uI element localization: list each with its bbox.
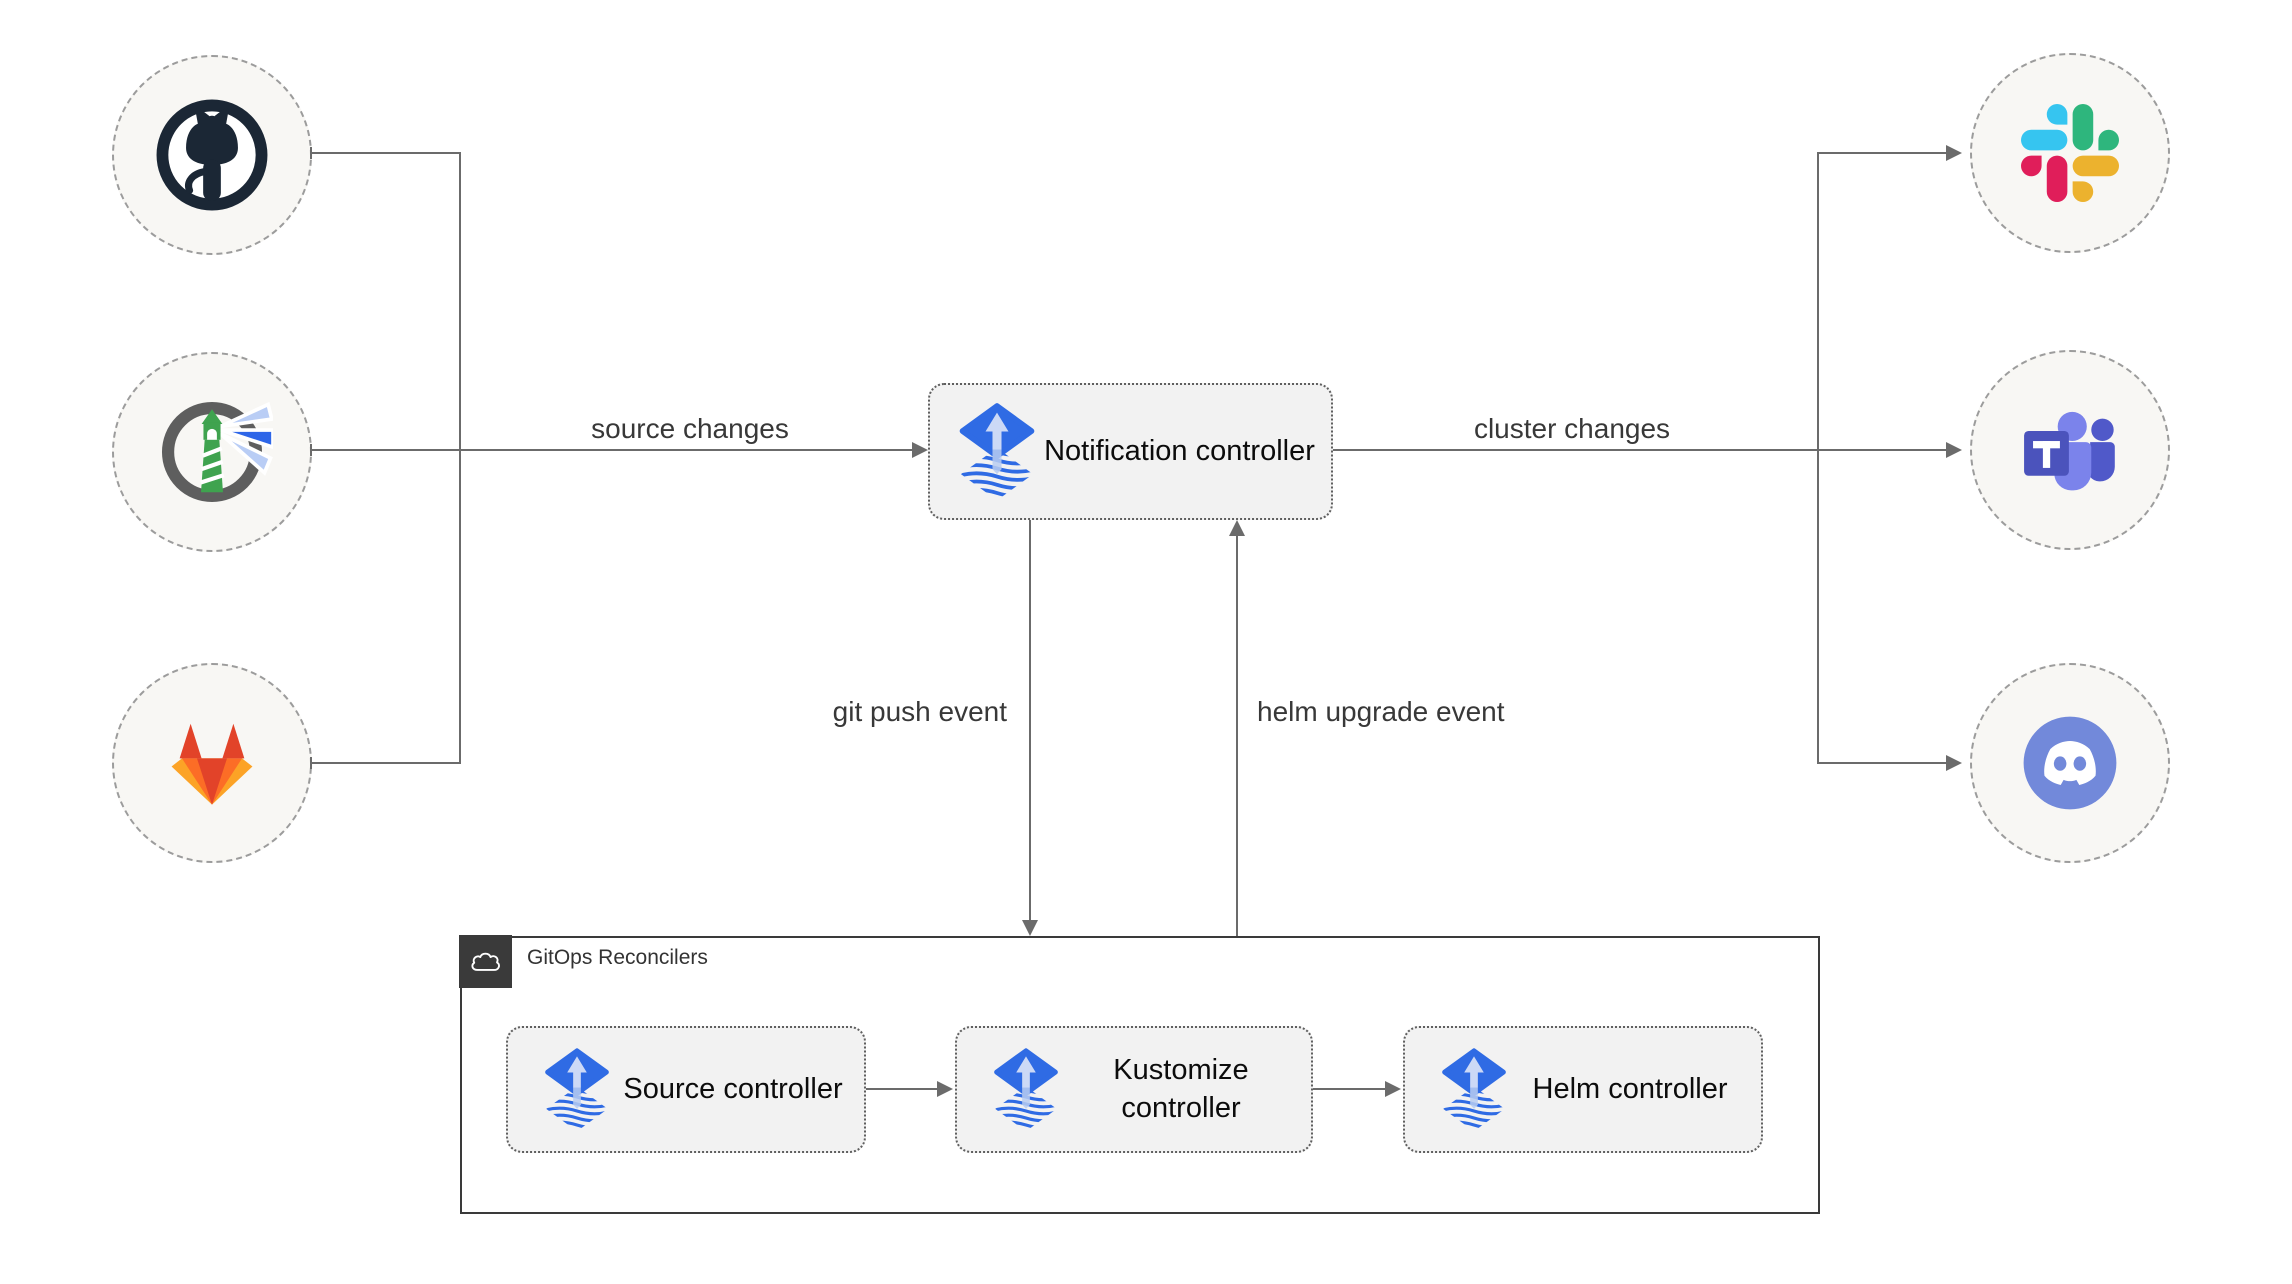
- harbor-icon: [151, 391, 273, 513]
- source-node-github: [112, 55, 312, 255]
- edge-label-source-changes: source changes: [591, 413, 789, 444]
- connector-discord-branch: [1817, 762, 1946, 764]
- teams-icon: [2014, 394, 2126, 506]
- connector-gitlab-branch: [312, 762, 460, 764]
- arrowhead-into-reconcilers: [1022, 920, 1038, 936]
- github-icon: [153, 96, 271, 214]
- node-label: Helm controller: [1532, 1072, 1728, 1105]
- flux-icon: [956, 400, 1038, 504]
- connector-cluster-changes-line: [1333, 449, 1818, 451]
- source-node-gitlab: [112, 663, 312, 863]
- connector-right-trunk: [1817, 152, 1819, 764]
- connector-git-push-line: [1029, 520, 1031, 920]
- group-badge: [459, 935, 512, 988]
- arrowhead-into-discord: [1946, 755, 1962, 771]
- connector-tick-harbor: [310, 444, 312, 456]
- connector-github-branch: [312, 152, 460, 154]
- arrowhead-into-slack: [1946, 145, 1962, 161]
- destination-node-teams: [1970, 350, 2170, 550]
- connector-tick-github: [310, 147, 312, 159]
- connector-teams-branch: [1819, 449, 1946, 451]
- cloud-icon: [467, 948, 505, 976]
- group-gitops-reconcilers: [460, 936, 1820, 1214]
- slack-icon: [2021, 104, 2119, 202]
- connector-kustomize-to-helm: [1313, 1088, 1385, 1090]
- connector-tick-gitlab: [310, 757, 312, 769]
- arrowhead-into-notification: [912, 442, 928, 458]
- connector-left-trunk: [459, 152, 461, 764]
- flux-icon: [1439, 1045, 1509, 1135]
- node-source-controller: Source controller: [506, 1026, 866, 1153]
- flux-icon: [991, 1045, 1061, 1135]
- node-label: Kustomize controller: [1113, 1054, 1249, 1124]
- node-kustomize-controller: Kustomize controller: [955, 1026, 1313, 1153]
- edge-label-helm-upgrade-event: helm upgrade event: [1257, 696, 1505, 727]
- node-label: Source controller: [623, 1072, 843, 1105]
- arrowhead-into-helm: [1385, 1081, 1401, 1097]
- connector-slack-branch: [1817, 152, 1946, 154]
- source-node-harbor: [112, 352, 312, 552]
- connector-helm-upgrade-line: [1236, 536, 1238, 936]
- connector-source-to-kustomize: [866, 1088, 937, 1090]
- node-label: Notification controller: [1044, 434, 1315, 467]
- flux-icon: [542, 1045, 612, 1135]
- node-helm-controller: Helm controller: [1403, 1026, 1763, 1153]
- edge-label-cluster-changes: cluster changes: [1473, 413, 1671, 444]
- destination-node-discord: [1970, 663, 2170, 863]
- discord-icon: [2012, 705, 2128, 821]
- node-notification-controller: Notification controller: [928, 383, 1333, 520]
- destination-node-slack: [1970, 53, 2170, 253]
- arrowhead-into-kustomize: [937, 1081, 953, 1097]
- gitlab-icon: [154, 711, 270, 815]
- connector-source-changes-line: [312, 449, 912, 451]
- arrowhead-into-teams: [1946, 442, 1962, 458]
- group-label: GitOps Reconcilers: [527, 946, 708, 969]
- arrowhead-into-notification-bottom: [1229, 520, 1245, 536]
- edge-label-git-push-event: git push event: [832, 696, 1007, 727]
